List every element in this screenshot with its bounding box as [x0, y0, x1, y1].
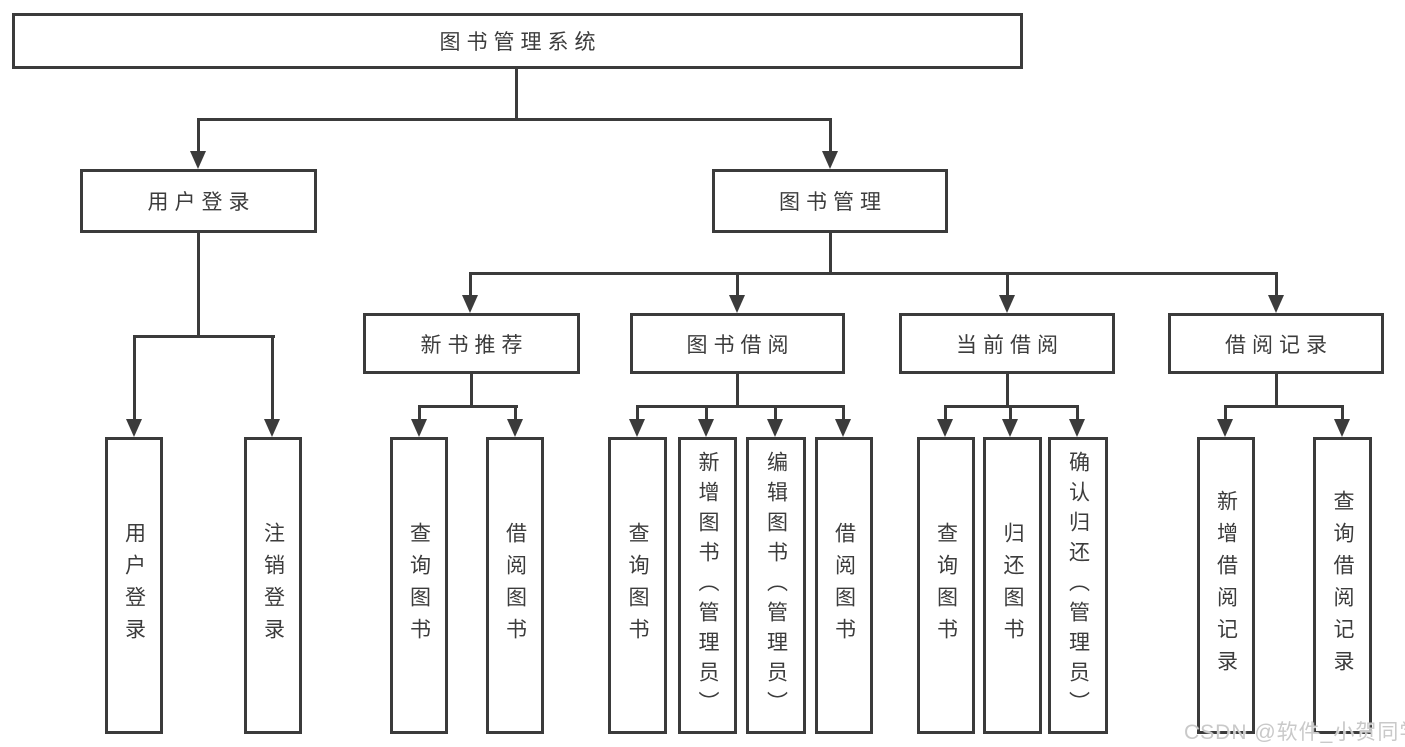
- edge-book-management-stem: [829, 233, 832, 275]
- edge-shaft: [1006, 272, 1009, 298]
- arrowhead: [729, 295, 745, 313]
- arrowhead: [462, 295, 478, 313]
- node-label: 图书借阅: [686, 333, 795, 357]
- node-label: 归还图书: [1001, 521, 1024, 650]
- arrowhead: [1002, 419, 1018, 437]
- node-label: 用户登录: [147, 191, 256, 214]
- edge-branch: [1224, 405, 1343, 408]
- node-label: 查询图书: [934, 521, 958, 650]
- node-leaf-query-books-current: 查询图书: [917, 437, 975, 734]
- arrowhead: [190, 151, 206, 169]
- node-book-borrow: 图书借阅: [630, 313, 845, 374]
- node-leaf-borrow-books: 借阅图书: [815, 437, 873, 734]
- arrowhead: [629, 419, 645, 437]
- node-label: 查询借阅记录: [1331, 489, 1354, 682]
- edge-shaft-book-management: [829, 118, 832, 154]
- node-label: 新增借阅记录: [1214, 489, 1238, 682]
- node-label: 借阅记录: [1225, 333, 1333, 357]
- node-leaf-query-books-recommend: 查询图书: [390, 437, 448, 734]
- node-leaf-add-books-admin: 新增图书（管理员）: [678, 437, 737, 734]
- node-book-management: 图书管理: [712, 169, 948, 233]
- node-label: 新增图书（管理员）: [696, 450, 719, 721]
- edge-shaft: [1076, 405, 1079, 421]
- node-label: 借阅图书: [503, 521, 527, 650]
- node-root-label: 图书管理系统: [439, 31, 602, 54]
- edge-shaft: [514, 405, 517, 421]
- arrowhead: [822, 151, 838, 169]
- edge-shaft: [1341, 405, 1344, 421]
- arrowhead: [1217, 419, 1233, 437]
- node-user-login: 用户登录: [80, 169, 317, 233]
- node-label: 编辑图书（管理员）: [764, 450, 788, 721]
- edge-shaft: [1224, 405, 1227, 421]
- node-leaf-query-borrow-record: 查询借阅记录: [1313, 437, 1372, 734]
- edge-shaft: [271, 335, 274, 421]
- arrowhead: [999, 295, 1015, 313]
- edge-root-stem: [515, 69, 518, 121]
- node-leaf-return-books: 归还图书: [983, 437, 1042, 734]
- arrowhead: [937, 419, 953, 437]
- node-label: 当前借阅: [956, 333, 1064, 357]
- node-root: 图书管理系统: [12, 13, 1023, 69]
- edge-user-login-stem: [197, 233, 200, 337]
- edge-shaft: [842, 405, 845, 421]
- node-current-borrow: 当前借阅: [899, 313, 1115, 374]
- node-label: 新书推荐: [420, 333, 529, 357]
- edge-shaft: [469, 272, 472, 298]
- edge-shaft: [736, 272, 739, 298]
- edge-shaft: [774, 405, 777, 421]
- edge-stem: [1006, 374, 1009, 407]
- node-label: 确认归还（管理员）: [1066, 450, 1090, 721]
- arrowhead: [126, 419, 142, 437]
- node-leaf-borrow-books-recommend: 借阅图书: [486, 437, 544, 734]
- node-label: 图书管理: [779, 191, 887, 214]
- edge-branch: [636, 405, 845, 408]
- arrowhead: [264, 419, 280, 437]
- edge-root-branch: [197, 118, 832, 121]
- arrowhead: [835, 419, 851, 437]
- edge-book-management-branch: [469, 272, 1278, 275]
- edge-shaft: [636, 405, 639, 421]
- csdn-watermark: CSDN @软件_小贺同学: [1184, 721, 1405, 744]
- edge-shaft: [944, 405, 947, 421]
- node-leaf-edit-books-admin: 编辑图书（管理员）: [746, 437, 806, 734]
- arrowhead: [698, 419, 714, 437]
- edge-shaft: [1275, 272, 1278, 298]
- arrowhead: [507, 419, 523, 437]
- node-label: 借阅图书: [832, 521, 856, 650]
- node-leaf-add-borrow-record: 新增借阅记录: [1197, 437, 1255, 734]
- node-label: 查询图书: [626, 521, 649, 650]
- arrowhead: [411, 419, 427, 437]
- arrowhead: [767, 419, 783, 437]
- edge-shaft-user-login: [197, 118, 200, 154]
- edge-stem: [1275, 374, 1278, 407]
- edge-branch: [418, 405, 518, 408]
- edge-shaft: [418, 405, 421, 421]
- arrowhead: [1069, 419, 1085, 437]
- node-label: 用户登录: [122, 521, 146, 650]
- arrowhead: [1268, 295, 1284, 313]
- node-label: 注销登录: [261, 521, 285, 650]
- node-leaf-user-login: 用户登录: [105, 437, 163, 734]
- arrowhead: [1334, 419, 1350, 437]
- node-leaf-confirm-return-admin: 确认归还（管理员）: [1048, 437, 1108, 734]
- edge-user-login-branch: [133, 335, 275, 338]
- edge-shaft: [705, 405, 708, 421]
- edge-stem: [736, 374, 739, 407]
- node-new-book-recommend: 新书推荐: [363, 313, 580, 374]
- edge-stem: [470, 374, 473, 407]
- edge-shaft: [133, 335, 136, 421]
- edge-shaft: [1009, 405, 1012, 421]
- node-leaf-query-books-borrow: 查询图书: [608, 437, 667, 734]
- node-label: 查询图书: [407, 521, 431, 650]
- node-borrow-records: 借阅记录: [1168, 313, 1384, 374]
- node-leaf-logout-login: 注销登录: [244, 437, 302, 734]
